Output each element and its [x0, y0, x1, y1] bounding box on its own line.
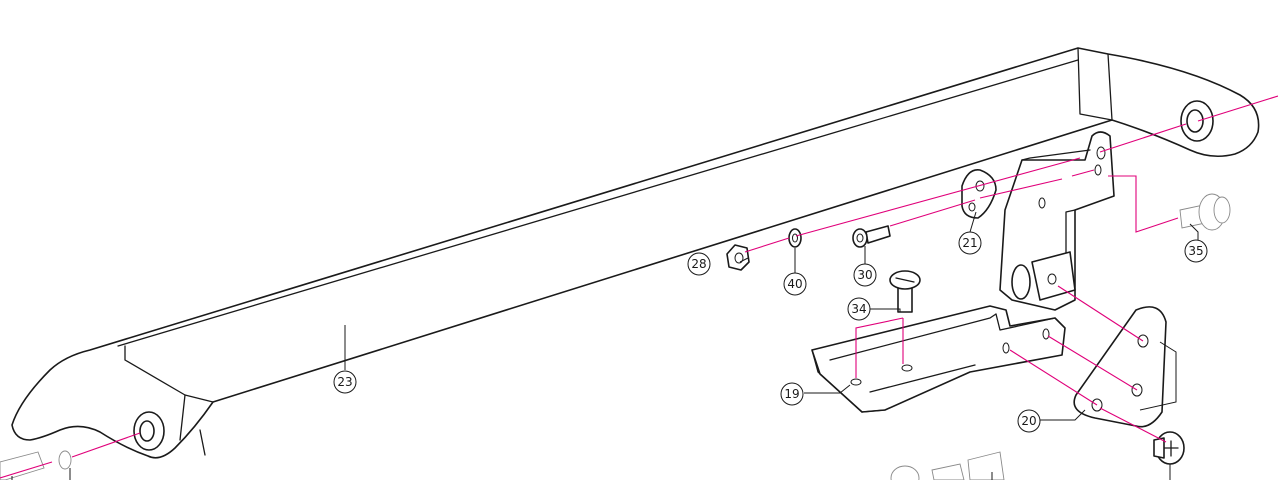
- leader-lines: [11, 211, 1199, 480]
- ghost-parts-bottom: [890, 451, 1005, 480]
- callout-21: 21: [958, 231, 982, 255]
- arm-assembly: [11, 47, 1260, 459]
- svg-text:19: 19: [784, 387, 799, 401]
- tab-plate: [961, 169, 997, 219]
- main-bracket-plate: [999, 131, 1115, 311]
- channel-bracket: [811, 305, 1066, 413]
- callout-28: 28: [687, 252, 711, 276]
- washer-40: [788, 228, 802, 248]
- triangle-plate: [1073, 306, 1167, 428]
- svg-text:28: 28: [691, 257, 706, 271]
- screw-34: [889, 270, 921, 313]
- callout-30: 30: [853, 263, 877, 287]
- callout-40: 40: [783, 272, 807, 296]
- svg-text:34: 34: [851, 302, 866, 316]
- ghost-pin-left: [0, 450, 72, 480]
- assembly-guide-lines: [0, 95, 1278, 479]
- bolt-35: [1179, 193, 1231, 231]
- svg-text:21: 21: [962, 236, 977, 250]
- screw-lower-right: [1153, 431, 1185, 465]
- svg-text:35: 35: [1188, 244, 1203, 258]
- nut-28: [726, 244, 750, 271]
- svg-text:40: 40: [787, 277, 802, 291]
- svg-text:30: 30: [857, 268, 872, 282]
- screw-30: [852, 225, 891, 248]
- svg-text:20: 20: [1021, 414, 1036, 428]
- callout-34: 34: [847, 297, 871, 321]
- svg-text:23: 23: [337, 375, 352, 389]
- callout-35: 35: [1184, 239, 1208, 263]
- callout-23: 23: [333, 370, 357, 394]
- callout-20: 20: [1017, 409, 1041, 433]
- callout-labels: 23 28 40 30 34 21 35 19: [333, 231, 1208, 433]
- callout-19: 19: [780, 382, 804, 406]
